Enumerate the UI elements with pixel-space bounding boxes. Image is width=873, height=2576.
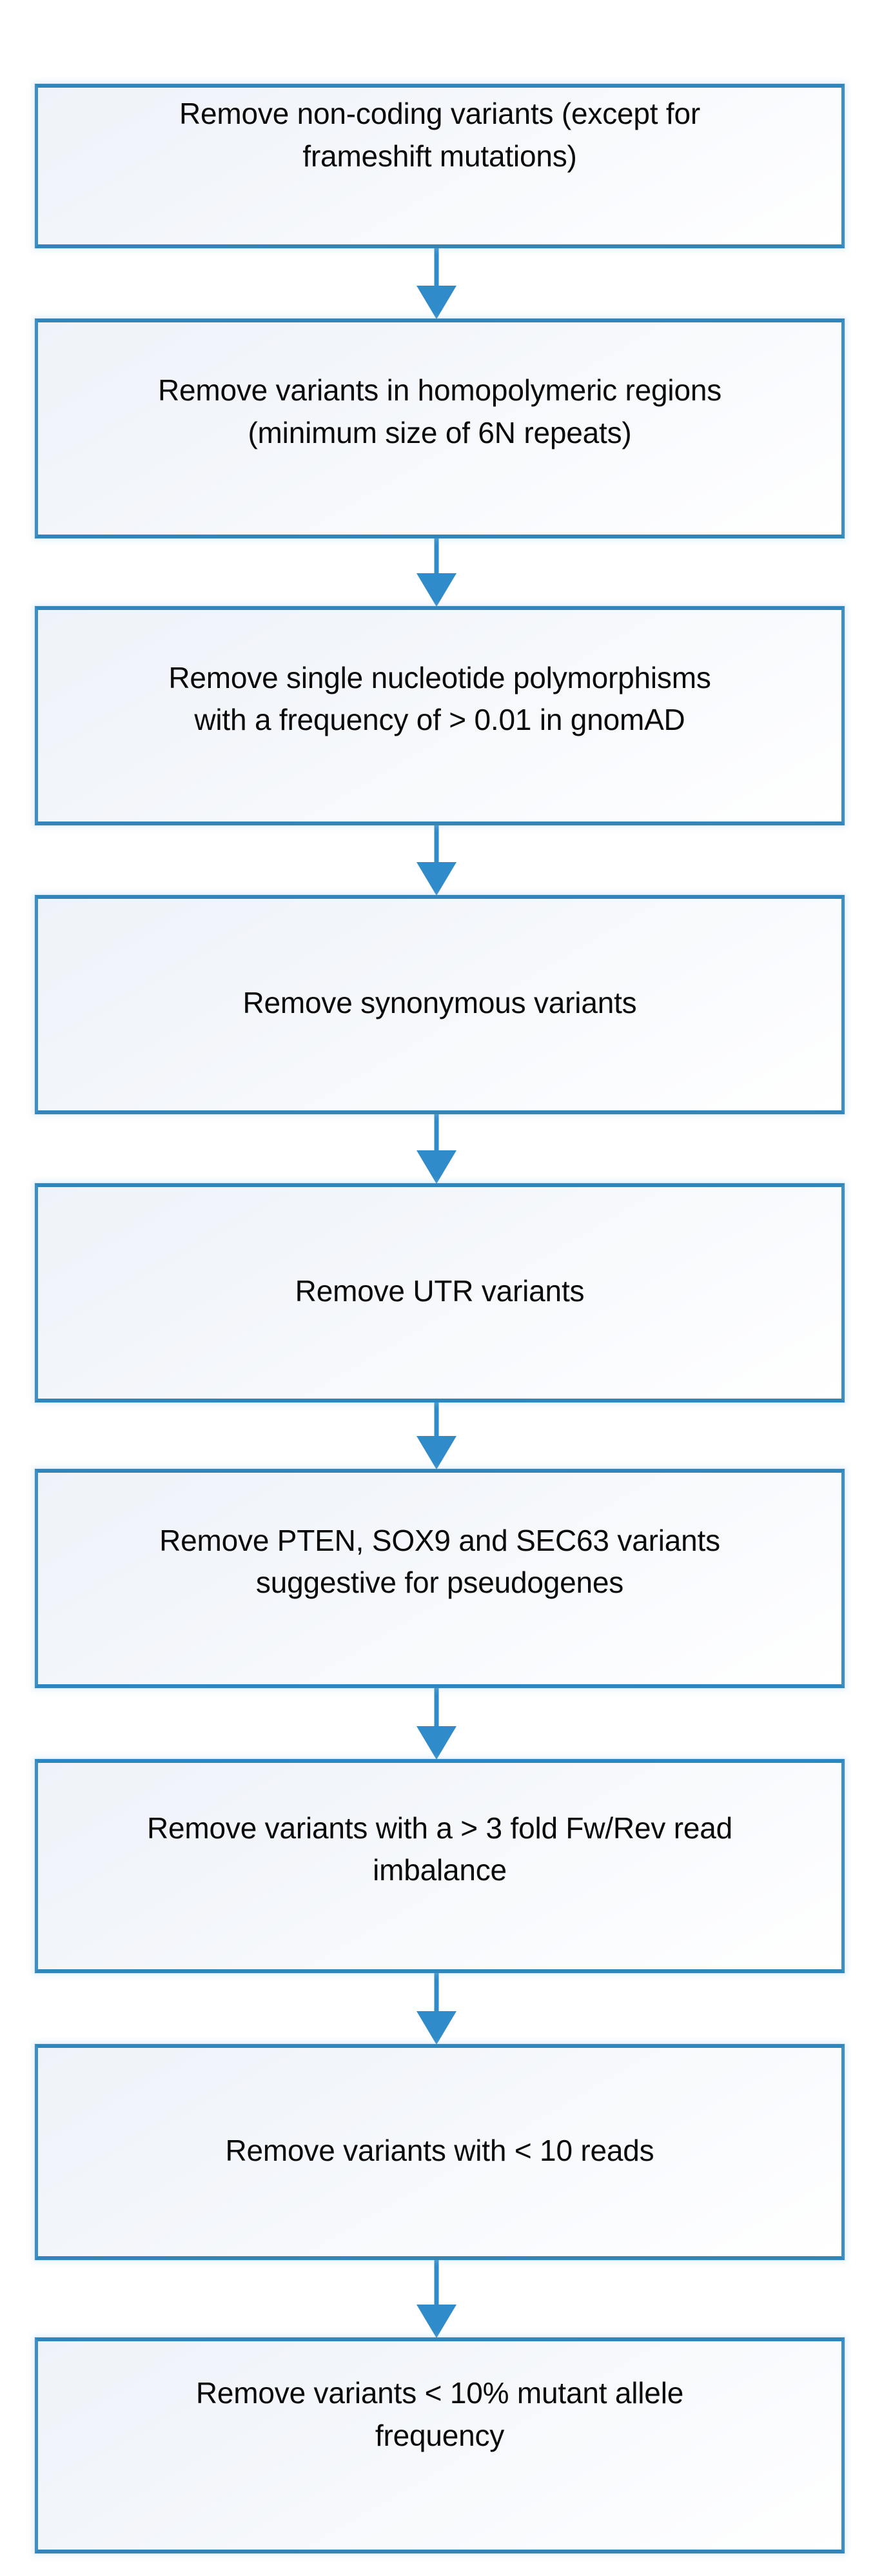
process-box-remove-utr-variants[interactable]: Remove UTR variants [35,1183,845,1402]
arrow-head [417,1726,456,1760]
process-box-label: Remove non-coding variants (except for f… [179,97,701,173]
arrow-head [417,2305,456,2338]
process-box-label: Remove PTEN, SOX9 and SEC63 variants sug… [159,1523,720,1599]
arrow-step5-step6 [0,1402,873,1470]
arrow-shaft [434,538,439,575]
process-box-label: Remove variants in homopolymeric regions… [157,373,722,449]
arrow-step3-step4 [0,825,873,896]
process-box-remove-homopolymeric-variants[interactable]: Remove variants in homopolymeric regions… [35,319,845,538]
process-box-label: Remove variants with a > 3 fold Fw/Rev r… [147,1811,732,1887]
process-box-remove-strand-imbalanced-variants[interactable]: Remove variants with a > 3 fold Fw/Rev r… [35,1759,845,1973]
arrow-head [417,2011,456,2045]
process-box-remove-low-vaf-variants[interactable]: Remove variants < 10% mutant allele freq… [35,2337,845,2553]
process-box-label: Remove variants < 10% mutant allele freq… [195,2376,684,2452]
process-box-remove-low-coverage-variants[interactable]: Remove variants with < 10 reads [35,2044,845,2260]
process-box-label: Remove variants with < 10 reads [225,2133,654,2167]
process-box-label: Remove synonymous variants [242,986,637,1020]
arrow-head [417,1436,456,1470]
arrow-step4-step5 [0,1114,873,1184]
arrow-step7-step8 [0,1973,873,2045]
arrow-head [417,573,456,607]
arrow-shaft [434,825,439,863]
arrow-step6-step7 [0,1688,873,1760]
arrow-step8-step9 [0,2260,873,2338]
process-box-remove-pseudogene-variants[interactable]: Remove PTEN, SOX9 and SEC63 variants sug… [35,1469,845,1688]
process-box-label: Remove single nucleotide polymorphisms w… [168,660,711,736]
process-box-label: Remove UTR variants [295,1274,585,1308]
arrow-head [417,286,456,319]
process-box-remove-synonymous-variants[interactable]: Remove synonymous variants [35,895,845,1114]
arrow-shaft [434,1688,439,1727]
arrow-shaft [434,2260,439,2306]
arrow-step2-step3 [0,538,873,607]
arrow-head [417,1150,456,1184]
arrow-shaft [434,1114,439,1152]
arrow-shaft [434,248,439,287]
process-box-remove-non-coding-variants[interactable]: Remove non-coding variants (except for f… [35,84,845,248]
process-box-remove-common-snps[interactable]: Remove single nucleotide polymorphisms w… [35,606,845,825]
arrow-head [417,862,456,896]
arrow-step1-step2 [0,248,873,319]
arrow-shaft [434,1402,439,1437]
arrow-shaft [434,1973,439,2012]
